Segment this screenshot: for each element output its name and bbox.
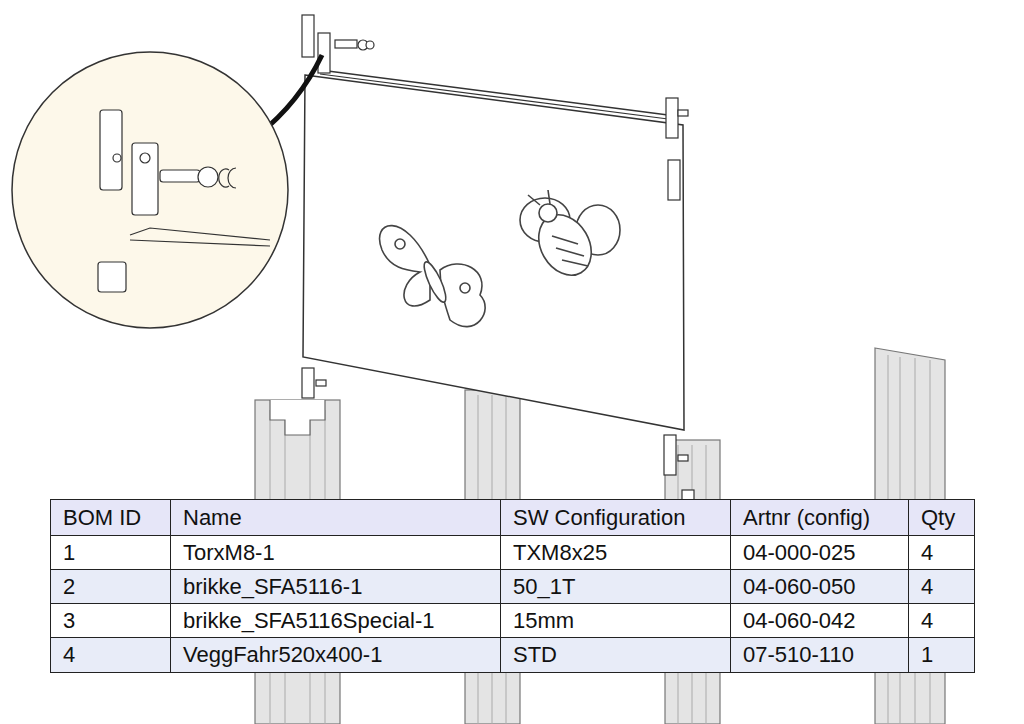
table-cell: 3: [50, 603, 171, 638]
table-cell: brikke_SFA5116-1: [170, 569, 501, 604]
table-text: 1: [921, 642, 933, 668]
table-cell: 50_1T: [500, 569, 731, 604]
table-cell: 4: [908, 535, 975, 570]
table-cell: TorxM8-1: [170, 535, 501, 570]
table-text: 04-060-050: [743, 574, 856, 600]
table-cell: VeggFahr520x400-1: [170, 637, 501, 673]
table-text: 4: [921, 574, 933, 600]
table-text: SW Configuration: [513, 505, 685, 531]
table-text: TXM8x25: [513, 540, 607, 566]
table-cell: 4: [908, 603, 975, 638]
table-text: Qty: [921, 505, 955, 531]
table-text: 1: [63, 540, 75, 566]
table-header-cell: Qty: [908, 499, 975, 536]
table-text: brikke_SFA5116-1: [183, 574, 362, 600]
table-text: 04-000-025: [743, 540, 856, 566]
table-text: 4: [63, 642, 75, 668]
table-header-cell: Name: [170, 499, 501, 536]
table-cell: STD: [500, 637, 731, 673]
table-text: 15mm: [513, 608, 574, 634]
table-text: brikke_SFA5116Special-1: [183, 608, 435, 634]
table-cell: 15mm: [500, 603, 731, 638]
table-cell: 1: [908, 637, 975, 673]
table-cell: 04-060-042: [730, 603, 909, 638]
table-header-cell: BOM ID: [50, 499, 171, 536]
table-text: 07-510-110: [743, 642, 854, 668]
table-text: Artnr (config): [743, 505, 870, 531]
table-cell: 4: [908, 569, 975, 604]
table-cell: 04-060-050: [730, 569, 909, 604]
table-text: BOM ID: [63, 505, 141, 531]
table-text: VeggFahr520x400-1: [183, 642, 382, 668]
table-cell: 04-000-025: [730, 535, 909, 570]
table-text: 4: [921, 540, 933, 566]
table-header-cell: SW Configuration: [500, 499, 731, 536]
table-cell: 4: [50, 637, 171, 673]
bom-table: BOM ID Name SW Configuration Artnr (config)…: [50, 499, 974, 672]
table-text: Name: [183, 505, 242, 531]
table-text: 04-060-042: [743, 608, 856, 634]
table-cell: brikke_SFA5116Special-1: [170, 603, 501, 638]
table-text: STD: [513, 642, 557, 668]
table-cell: TXM8x25: [500, 535, 731, 570]
table-text: 4: [921, 608, 933, 634]
table-text: 3: [63, 608, 75, 634]
table-header-cell: Artnr (config): [730, 499, 909, 536]
table-cell: 07-510-110: [730, 637, 909, 673]
table-text: 50_1T: [513, 574, 575, 600]
table-text: TorxM8-1: [183, 540, 275, 566]
table-cell: 1: [50, 535, 171, 570]
table-text: 2: [63, 574, 75, 600]
table-cell: 2: [50, 569, 171, 604]
